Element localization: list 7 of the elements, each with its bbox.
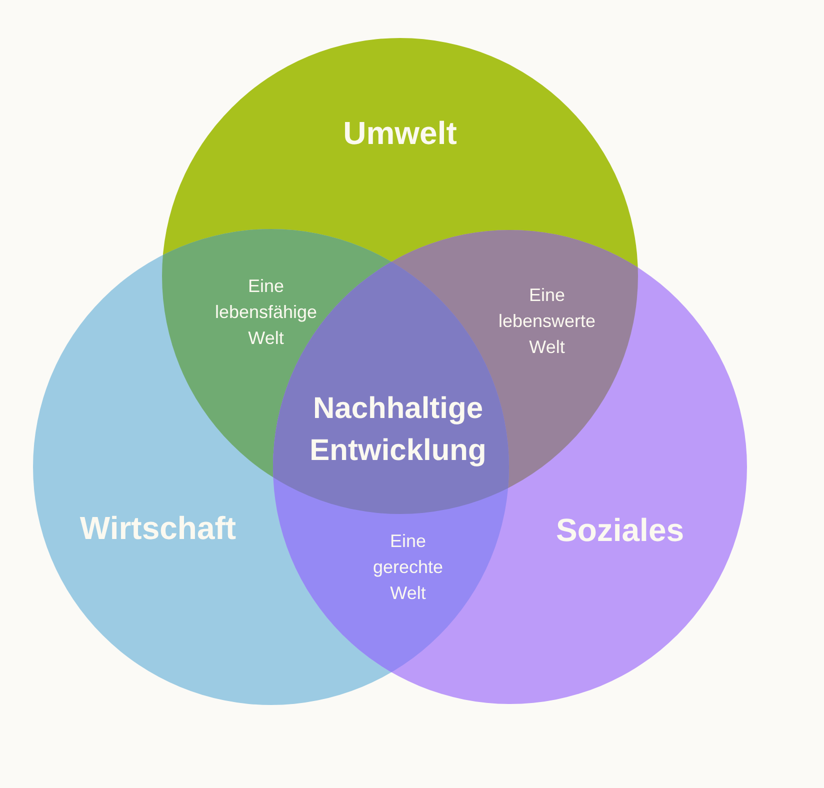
- circle-label: Umwelt: [343, 114, 457, 152]
- overlap-label: Eine gerechte Welt: [372, 530, 444, 605]
- center-label: Nachhaltige Entwicklung: [308, 391, 488, 469]
- circle-label: Wirtschaft: [80, 509, 236, 547]
- overlap-label: Eine lebenswerte Welt: [497, 284, 597, 359]
- circle-label: Soziales: [556, 511, 684, 549]
- overlap-label: Eine lebensfähige Welt: [214, 275, 318, 350]
